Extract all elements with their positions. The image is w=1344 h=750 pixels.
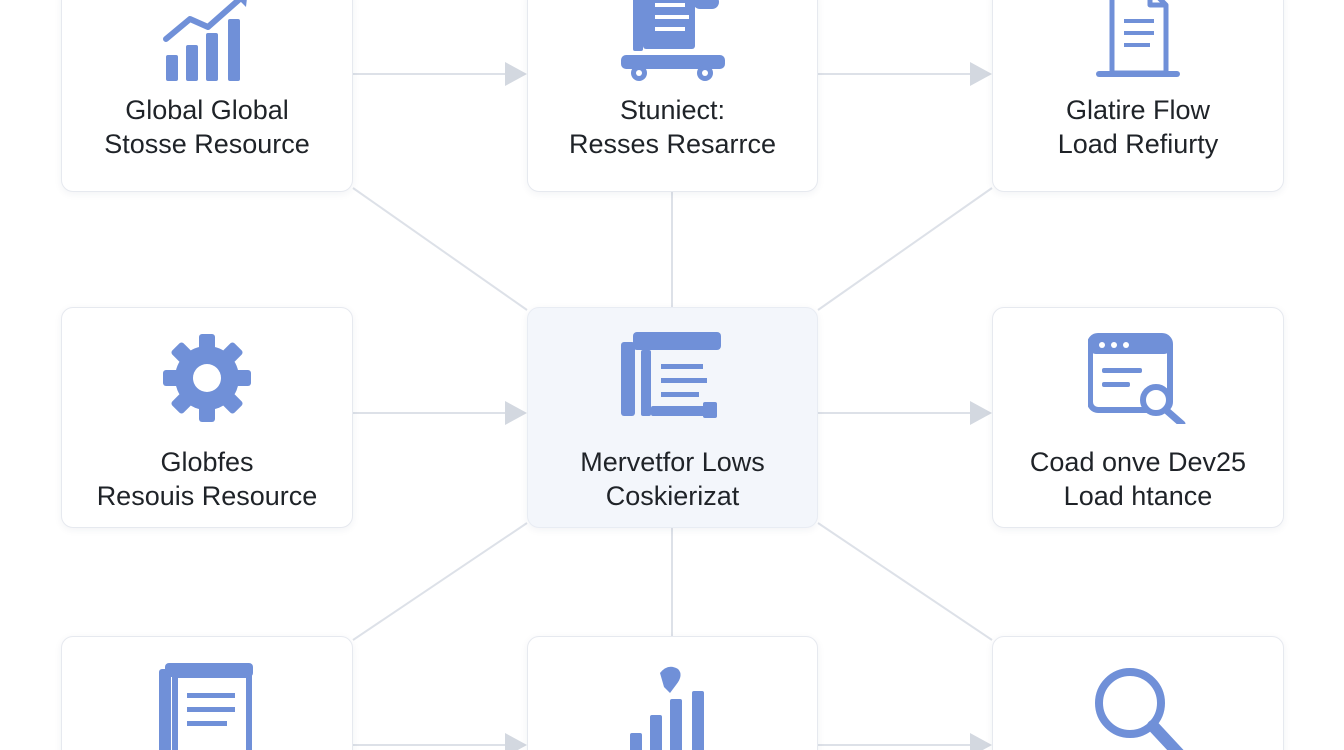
node-bottom-right[interactable] [992, 636, 1284, 750]
node-label-line-1: Stuniect: [619, 95, 726, 125]
arrowhead-bottom-right [970, 733, 992, 750]
node-label-line-1: Globfes [160, 447, 254, 477]
arrowhead-bottom-center [505, 733, 527, 750]
node-top-center[interactable]: Stuniect: Resses Resarrce [527, 0, 818, 192]
node-mid-left[interactable]: Globfes Resouis Resource [61, 307, 353, 528]
node-label-line-2: Coskierizat [605, 481, 740, 511]
node-label-line-2: Resses Resarrce [568, 129, 777, 159]
node-label: Coad onve Dev25 Load htance [993, 445, 1283, 513]
document-list-icon [159, 663, 255, 750]
node-label-line-1: Mervetfor Lows [580, 447, 765, 477]
node-label-line-2: Stosse Resource [104, 129, 310, 159]
node-bottom-center[interactable] [527, 636, 818, 750]
node-top-left[interactable]: Global Global Stosse Resource [61, 0, 353, 192]
connector-top-left-to-center [352, 187, 528, 311]
connector-top-right-to-center [817, 187, 993, 311]
node-label: Global Global Stosse Resource [62, 93, 352, 161]
node-label-line-1: Glatire Flow [1065, 95, 1211, 125]
node-center[interactable]: Mervetfor Lows Coskierizat [527, 307, 818, 528]
arrowhead-mid-right [970, 401, 992, 425]
node-label-line-2: Load htance [1063, 481, 1213, 511]
node-top-right[interactable]: Glatire Flow Load Refiurty [992, 0, 1284, 192]
connector-bottom-right-to-center [817, 522, 993, 641]
document-stack-icon [620, 332, 725, 424]
arrowhead-top-center [505, 62, 527, 86]
node-label-line-1: Global Global [125, 95, 289, 125]
magnifier-icon [1090, 663, 1186, 750]
arrowhead-center [505, 401, 527, 425]
connector-bottom-left-to-center [352, 522, 528, 641]
node-label: Stuniect: Resses Resarrce [528, 93, 817, 161]
bar-chart-icon [628, 663, 718, 750]
document-page-icon [1092, 0, 1184, 81]
node-label: Globfes Resouis Resource [62, 445, 352, 513]
node-bottom-left[interactable] [61, 636, 353, 750]
browser-search-icon [1088, 332, 1188, 424]
node-label: Glatire Flow Load Refiurty [993, 93, 1283, 161]
arrowhead-top-right [970, 62, 992, 86]
node-label-line-2: Load Refiurty [1057, 129, 1219, 159]
node-label-line-2: Resouis Resource [96, 481, 318, 511]
bar-chart-growth-icon [162, 0, 252, 81]
node-label-line-1: Coad onve Dev25 [1029, 447, 1247, 477]
node-mid-right[interactable]: Coad onve Dev25 Load htance [992, 307, 1284, 528]
gear-icon [161, 332, 253, 424]
document-cart-icon [620, 0, 725, 81]
node-label: Mervetfor Lows Coskierizat [528, 445, 817, 513]
